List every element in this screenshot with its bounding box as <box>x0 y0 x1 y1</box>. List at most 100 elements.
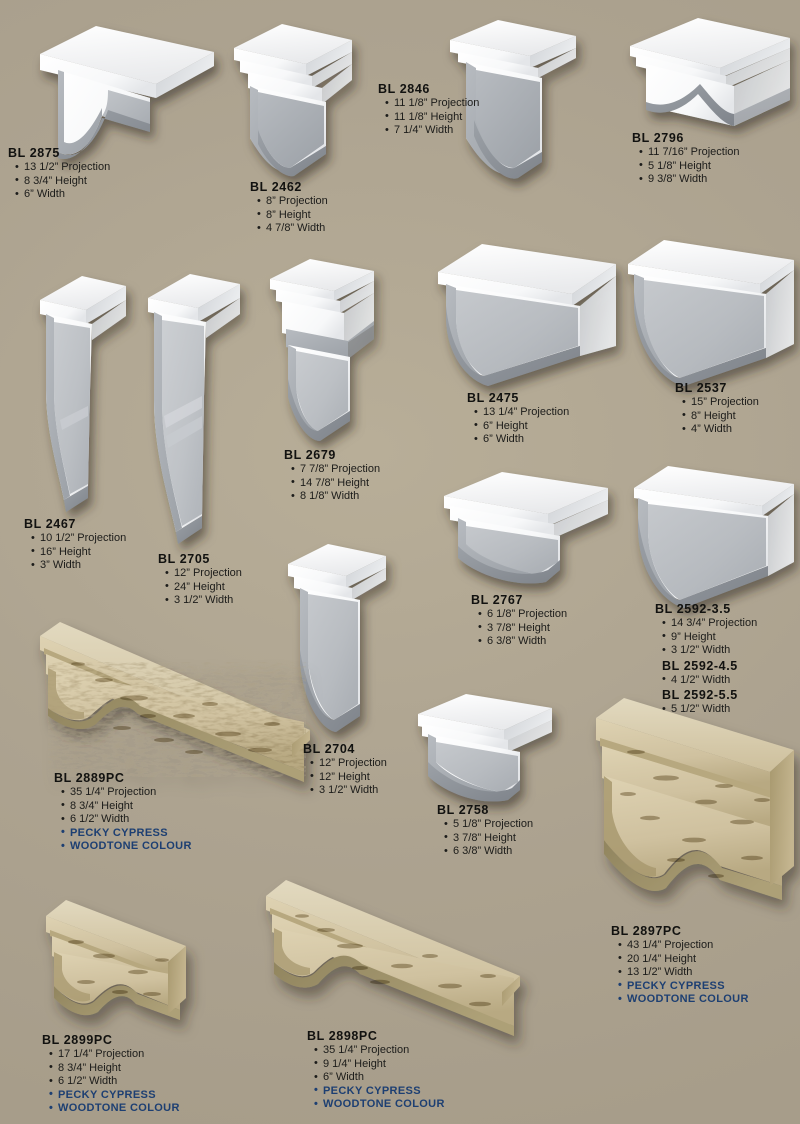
spec-item: 3” Width <box>31 559 126 573</box>
product-image-bl-2875 <box>18 12 218 187</box>
product-image-bl-2705 <box>140 270 255 555</box>
material-item: WOODTONE COLOUR <box>61 840 192 854</box>
spec-list: 17 1/4” Projection 8 3/4” Height 6 1/2” … <box>42 1048 180 1116</box>
spec-item: 4” Width <box>682 423 759 437</box>
material-item: WOODTONE COLOUR <box>49 1102 180 1116</box>
spec-item: 11 7/16” Projection <box>639 146 740 160</box>
spec-item: 9 1/4” Height <box>314 1057 445 1072</box>
product-title: BL 2462 <box>250 180 302 194</box>
spec-item: 17 1/4” Projection <box>49 1048 180 1062</box>
product-image-bl-2462 <box>226 18 361 183</box>
spec-list: 10 1/2” Projection 16” Height 3” Width <box>24 532 126 573</box>
spec-item: 7 1/4” Width <box>385 124 479 138</box>
spec-item: 13 1/2” Width <box>618 966 749 980</box>
product-spec-bl-2758: BL 2758 5 1/8” Projection 3 7/8” Height … <box>437 803 533 859</box>
spec-list-variant-1: 4 1/2” Width <box>655 673 757 688</box>
material-item: WOODTONE COLOUR <box>314 1098 445 1112</box>
spec-item: 16” Height <box>31 545 126 560</box>
product-title: BL 2705 <box>158 552 210 566</box>
product-title: BL 2796 <box>632 131 684 145</box>
product-spec-bl-2704: BL 2704 12” Projection 12” Height 3 1/2”… <box>303 742 387 798</box>
spec-item: 9” Height <box>662 630 757 645</box>
spec-item: 14 7/8” Height <box>291 476 380 491</box>
spec-item: 12” Height <box>310 770 387 785</box>
product-variant-title: BL 2592-4.5 <box>662 658 738 673</box>
product-spec-bl-2462: BL 2462 8” Projection 8” Height 4 7/8” W… <box>250 180 328 236</box>
spec-item: 6” Width <box>474 433 569 447</box>
material-item: PECKY CYPRESS <box>618 979 749 994</box>
product-spec-bl-2537: BL 2537 15” Projection 8” Height 4” Widt… <box>675 381 759 437</box>
spec-item: 6 1/8” Projection <box>478 608 567 622</box>
product-title: BL 2897PC <box>611 924 682 938</box>
product-spec-bl-2679: BL 2679 7 7/8” Projection 14 7/8” Height… <box>284 448 380 504</box>
spec-item: 15” Projection <box>682 396 759 410</box>
spec-list: 14 3/4” Projection 9” Height 3 1/2” Widt… <box>655 617 757 658</box>
product-title: BL 2898PC <box>307 1029 378 1043</box>
spec-item: 14 3/4” Projection <box>662 617 757 631</box>
spec-list: 35 1/4” Projection 8 3/4” Height 6 1/2” … <box>54 786 192 854</box>
product-image-bl-2592 <box>618 462 800 610</box>
spec-list: 13 1/4” Projection 6” Height 6” Width <box>467 406 569 447</box>
spec-item: 12” Projection <box>165 567 242 581</box>
spec-item: 3 1/2” Width <box>310 784 387 798</box>
spec-item: 35 1/4” Projection <box>314 1044 445 1058</box>
spec-list-variant-2: 5 1/2” Width <box>655 703 757 717</box>
spec-item: 13 1/2” Projection <box>15 161 110 175</box>
spec-item: 6 1/2” Width <box>49 1075 180 1089</box>
spec-item: 10 1/2” Projection <box>31 532 126 546</box>
product-title: BL 2467 <box>24 517 76 531</box>
product-spec-bl-2889pc: BL 2889PC 35 1/4” Projection 8 3/4” Heig… <box>54 771 192 854</box>
product-image-bl-2758 <box>410 690 560 815</box>
product-title: BL 2592-3.5 <box>655 602 731 616</box>
product-spec-bl-2898pc: BL 2898PC 35 1/4” Projection 9 1/4” Heig… <box>307 1029 445 1112</box>
spec-item: 5 1/2” Width <box>662 703 757 717</box>
spec-item: 8 1/8” Width <box>291 490 380 504</box>
spec-item: 5 1/8” Height <box>639 159 740 174</box>
product-title: BL 2875 <box>8 146 60 160</box>
spec-list: 35 1/4” Projection 9 1/4” Height 6” Widt… <box>307 1044 445 1112</box>
material-item: WOODTONE COLOUR <box>618 993 749 1007</box>
spec-item: 8 3/4” Height <box>61 799 192 814</box>
product-spec-bl-2467: BL 2467 10 1/2” Projection 16” Height 3”… <box>24 517 126 573</box>
spec-list: 11 1/8” Projection 11 1/8” Height 7 1/4”… <box>378 97 479 138</box>
spec-item: 4 1/2” Width <box>662 673 757 688</box>
spec-list: 15” Projection 8” Height 4” Width <box>675 396 759 437</box>
spec-list: 8” Projection 8” Height 4 7/8” Width <box>250 195 328 236</box>
product-spec-bl-2875: BL 2875 13 1/2” Projection 8 3/4” Height… <box>8 146 110 202</box>
spec-list: 6 1/8” Projection 3 7/8” Height 6 3/8” W… <box>471 608 567 649</box>
product-title: BL 2767 <box>471 593 523 607</box>
spec-item: 6” Width <box>314 1071 445 1085</box>
product-spec-bl-2846: BL 2846 11 1/8” Projection 11 1/8” Heigh… <box>378 82 479 138</box>
spec-item: 11 1/8” Height <box>385 110 479 125</box>
spec-item: 8” Projection <box>257 195 328 209</box>
spec-list: 43 1/4” Projection 20 1/4” Height 13 1/2… <box>611 939 749 1007</box>
material-item: PECKY CYPRESS <box>61 826 192 841</box>
product-image-bl-2704 <box>278 540 398 740</box>
spec-list: 11 7/16” Projection 5 1/8” Height 9 3/8”… <box>632 146 740 187</box>
product-image-bl-2897pc <box>566 690 800 925</box>
spec-item: 8” Height <box>682 409 759 424</box>
product-image-bl-2467 <box>30 270 140 530</box>
product-image-bl-2846 <box>440 16 585 186</box>
spec-item: 3 7/8” Height <box>478 621 567 636</box>
spec-item: 3 1/2” Width <box>165 594 242 608</box>
product-image-bl-2889pc <box>14 612 324 787</box>
spec-item: 6” Height <box>474 419 569 434</box>
spec-item: 6 3/8” Width <box>444 845 533 859</box>
spec-item: 6 3/8” Width <box>478 635 567 649</box>
product-image-bl-2679 <box>262 255 387 445</box>
spec-list: 5 1/8” Projection 3 7/8” Height 6 3/8” W… <box>437 818 533 859</box>
spec-item: 35 1/4” Projection <box>61 786 192 800</box>
spec-item: 9 3/8” Width <box>639 173 740 187</box>
spec-list: 12” Projection 24” Height 3 1/2” Width <box>158 567 242 608</box>
product-image-bl-2537 <box>616 234 800 386</box>
product-spec-bl-2592: BL 2592-3.5 14 3/4” Projection 9” Height… <box>655 602 757 717</box>
spec-list: 13 1/2” Projection 8 3/4” Height 6” Widt… <box>8 161 110 202</box>
product-image-bl-2899pc <box>26 890 196 1035</box>
spec-item: 8” Height <box>257 208 328 223</box>
product-title: BL 2704 <box>303 742 355 756</box>
spec-item: 3 1/2” Width <box>662 644 757 658</box>
product-title: BL 2537 <box>675 381 727 395</box>
product-spec-bl-2897pc: BL 2897PC 43 1/4” Projection 20 1/4” Hei… <box>611 924 749 1007</box>
spec-item: 24” Height <box>165 580 242 595</box>
